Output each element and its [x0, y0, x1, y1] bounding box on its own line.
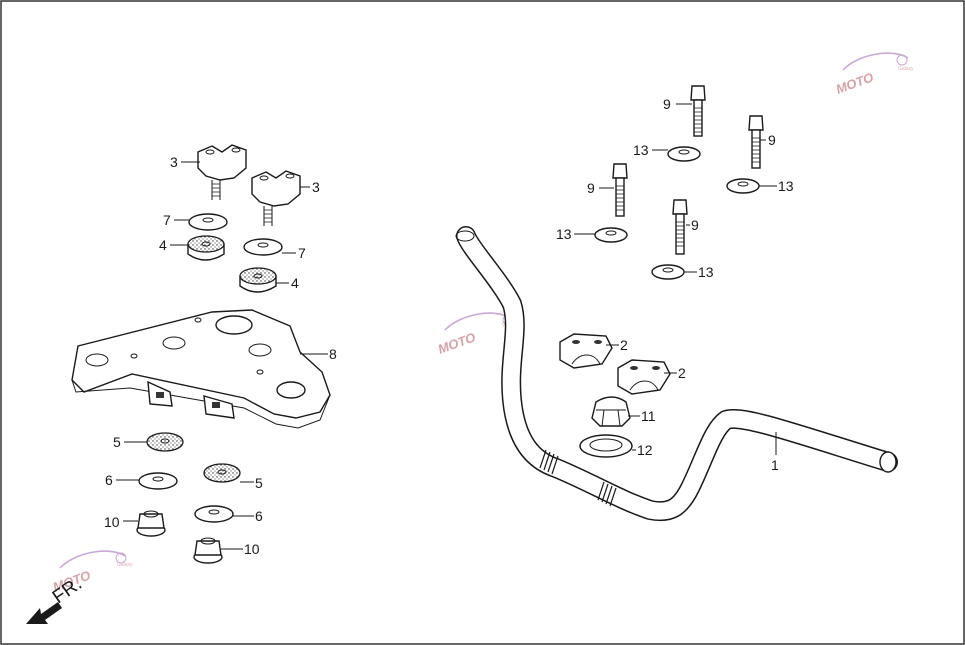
bolt-9-d	[672, 199, 688, 255]
flange-nut-10-right	[193, 537, 223, 564]
callout-numbers: 3 3 7 7 4 4 8 5 5 6 6 10 10 9 9 9 9 13 1…	[104, 96, 794, 557]
callout-6: 6	[255, 508, 263, 524]
handlebar-riser-left	[197, 144, 247, 200]
callout-10: 10	[244, 541, 260, 557]
bolt-9-a	[690, 85, 706, 137]
rubber-bushing-5-right	[203, 463, 241, 483]
rubber-bushing-5-left	[146, 432, 184, 452]
bolt-9-c	[612, 163, 628, 217]
top-bridge-8	[71, 309, 331, 429]
callout-12: 12	[637, 442, 653, 458]
callout-2: 2	[620, 337, 628, 353]
watermark-subtext: Galaxy	[117, 562, 133, 568]
callout-13: 13	[556, 226, 572, 242]
callout-8: 8	[329, 346, 337, 362]
callout-13: 13	[633, 142, 649, 158]
washer-13-a	[667, 146, 701, 162]
washer-6-right	[194, 505, 234, 523]
callout-10: 10	[104, 514, 120, 530]
rubber-bushing-4-right	[239, 267, 277, 293]
handlebar-riser-right	[251, 170, 301, 226]
cap-nut-11	[591, 396, 631, 427]
callout-2: 2	[678, 365, 686, 381]
callout-5: 5	[255, 475, 263, 491]
watermark-text: MOTO	[834, 69, 876, 96]
callout-7: 7	[163, 212, 171, 228]
washer-7-right	[243, 238, 283, 256]
handlebar-1	[455, 226, 898, 522]
watermark-top-right: MOTO Galaxy	[834, 52, 914, 97]
watermark-subtext: Galaxy	[898, 66, 914, 72]
washer-13-b	[726, 178, 760, 194]
handlebar-clamp-2-lower	[617, 359, 671, 395]
handlebar-clamp-2-upper	[559, 333, 613, 369]
flange-nut-10-left	[136, 510, 166, 537]
callout-4: 4	[159, 237, 167, 253]
washer-13-c	[594, 227, 628, 243]
callout-13: 13	[698, 264, 714, 280]
callout-13: 13	[778, 178, 794, 194]
leader-lines	[116, 103, 777, 550]
washer-6-left	[138, 472, 178, 490]
ring-12	[579, 434, 633, 458]
callout-7: 7	[298, 245, 306, 261]
callout-9: 9	[587, 180, 595, 196]
callout-4: 4	[291, 275, 299, 291]
callout-5: 5	[113, 434, 121, 450]
washer-13-d	[651, 264, 685, 280]
rubber-bushing-4-left	[187, 235, 225, 261]
callout-3: 3	[312, 179, 320, 195]
callout-9: 9	[768, 132, 776, 148]
callout-9: 9	[663, 96, 671, 112]
callout-3: 3	[170, 154, 178, 170]
callout-11: 11	[641, 408, 656, 424]
watermark-text: MOTO	[436, 329, 478, 356]
washer-7-left	[188, 213, 228, 231]
callout-9: 9	[691, 217, 699, 233]
bolt-9-b	[748, 115, 764, 169]
callout-6: 6	[105, 472, 113, 488]
callout-1: 1	[771, 457, 779, 473]
